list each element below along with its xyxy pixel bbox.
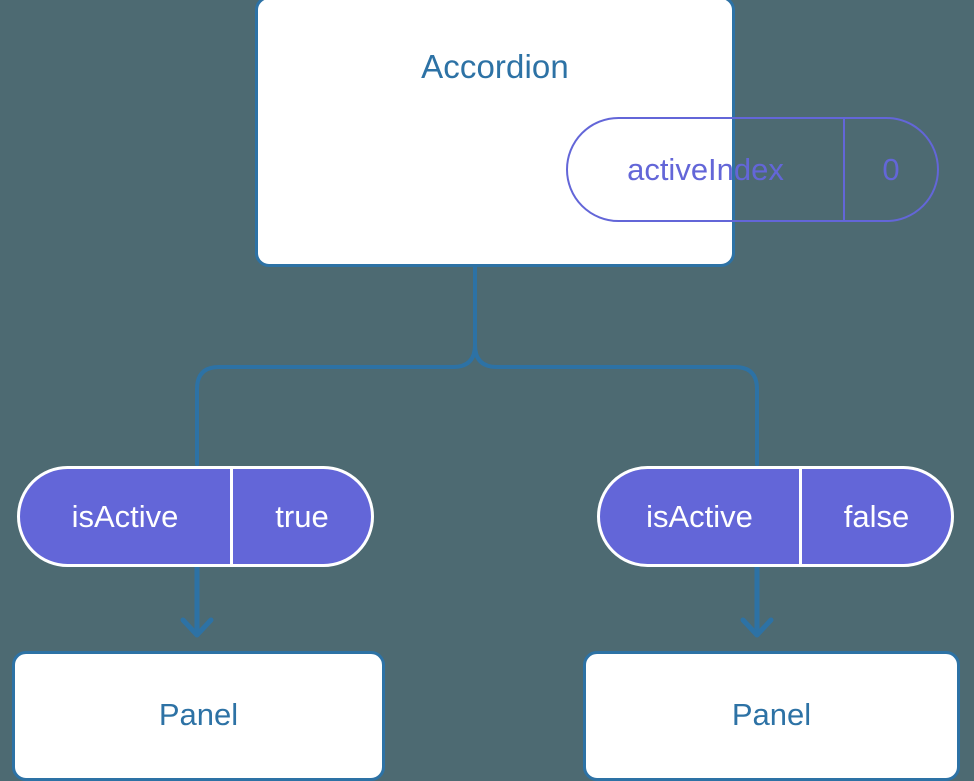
- accordion-component-card[interactable]: Accordion activeIndex 0: [255, 0, 939, 267]
- prop-pill-value: 0: [882, 151, 900, 187]
- prop-pill-activeindex[interactable]: activeIndex 0: [566, 117, 939, 222]
- state-pill-isactive-false[interactable]: isActive false: [597, 466, 954, 567]
- state-pill-key: isActive: [600, 469, 802, 564]
- accordion-title: Accordion: [421, 48, 569, 85]
- prop-pill-key: activeIndex: [568, 119, 845, 220]
- state-pill-value: false: [843, 498, 910, 534]
- panel-component-card-right[interactable]: Panel: [583, 651, 960, 781]
- branch-path-right: [473, 265, 759, 466]
- state-pill-isactive-true[interactable]: isActive true: [17, 466, 374, 567]
- arrow-down-right: [740, 565, 774, 638]
- arrow-down-left: [180, 565, 214, 638]
- state-pill-value: true: [275, 498, 329, 534]
- panel-component-card-left[interactable]: Panel: [12, 651, 385, 781]
- branch-path-left: [195, 265, 477, 466]
- panel-title: Panel: [158, 697, 239, 732]
- state-pill-key: isActive: [20, 469, 233, 564]
- panel-title: Panel: [731, 697, 812, 732]
